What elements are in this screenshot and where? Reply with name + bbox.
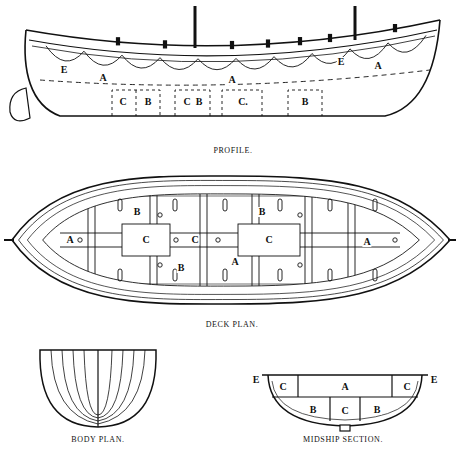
part-letter: B [177,263,186,273]
rudder [10,88,30,121]
part-letter: A [230,257,239,267]
waterline [40,70,430,85]
mast [194,6,197,48]
part-letter: E [60,65,69,75]
part-letter: C [118,97,127,107]
lifelines [46,35,426,69]
part-letter: B [195,97,204,107]
part-letter: C [141,235,150,245]
part-letter: B [133,207,142,217]
part-letter: B [144,97,153,107]
part-letter: A [362,237,371,247]
midship-section-view [262,375,428,431]
part-letter: B [309,405,318,415]
part-letter: C [182,97,191,107]
view-caption: MIDSHIP SECTION. [302,436,384,444]
part-letter: A [98,73,107,83]
part-letter: B [373,405,382,415]
strake [32,36,435,62]
part-letter: A [373,61,382,71]
part-letter: C [264,235,273,245]
part-letter: C [340,406,349,416]
hull-outline [12,176,450,304]
air-cases [112,90,322,116]
part-letter: E [252,375,261,385]
part-letter: E [430,375,439,385]
part-letter: B [301,97,310,107]
body-plan-view [40,350,156,427]
part-letter: A [340,382,349,392]
part-letter: C. [237,97,249,107]
rowlocks [78,199,397,281]
part-letter: A [227,75,236,85]
part-letter: B [258,207,267,217]
hull-outline [25,20,440,116]
profile-view [10,6,440,121]
part-letter: A [65,235,74,245]
part-letter: E [337,57,346,67]
part-letter: C [190,235,199,245]
keelson [60,224,400,256]
mast [354,6,357,40]
view-caption: DECK PLAN. [205,321,260,329]
part-letter: C [278,382,287,392]
view-caption: PROFILE. [212,147,253,155]
thwarts [0,170,460,310]
gunwale-strake [29,30,437,56]
thole-pins [117,25,397,49]
view-caption: BODY PLAN. [70,436,125,444]
part-letter: C [402,382,411,392]
deck-view [0,170,460,310]
